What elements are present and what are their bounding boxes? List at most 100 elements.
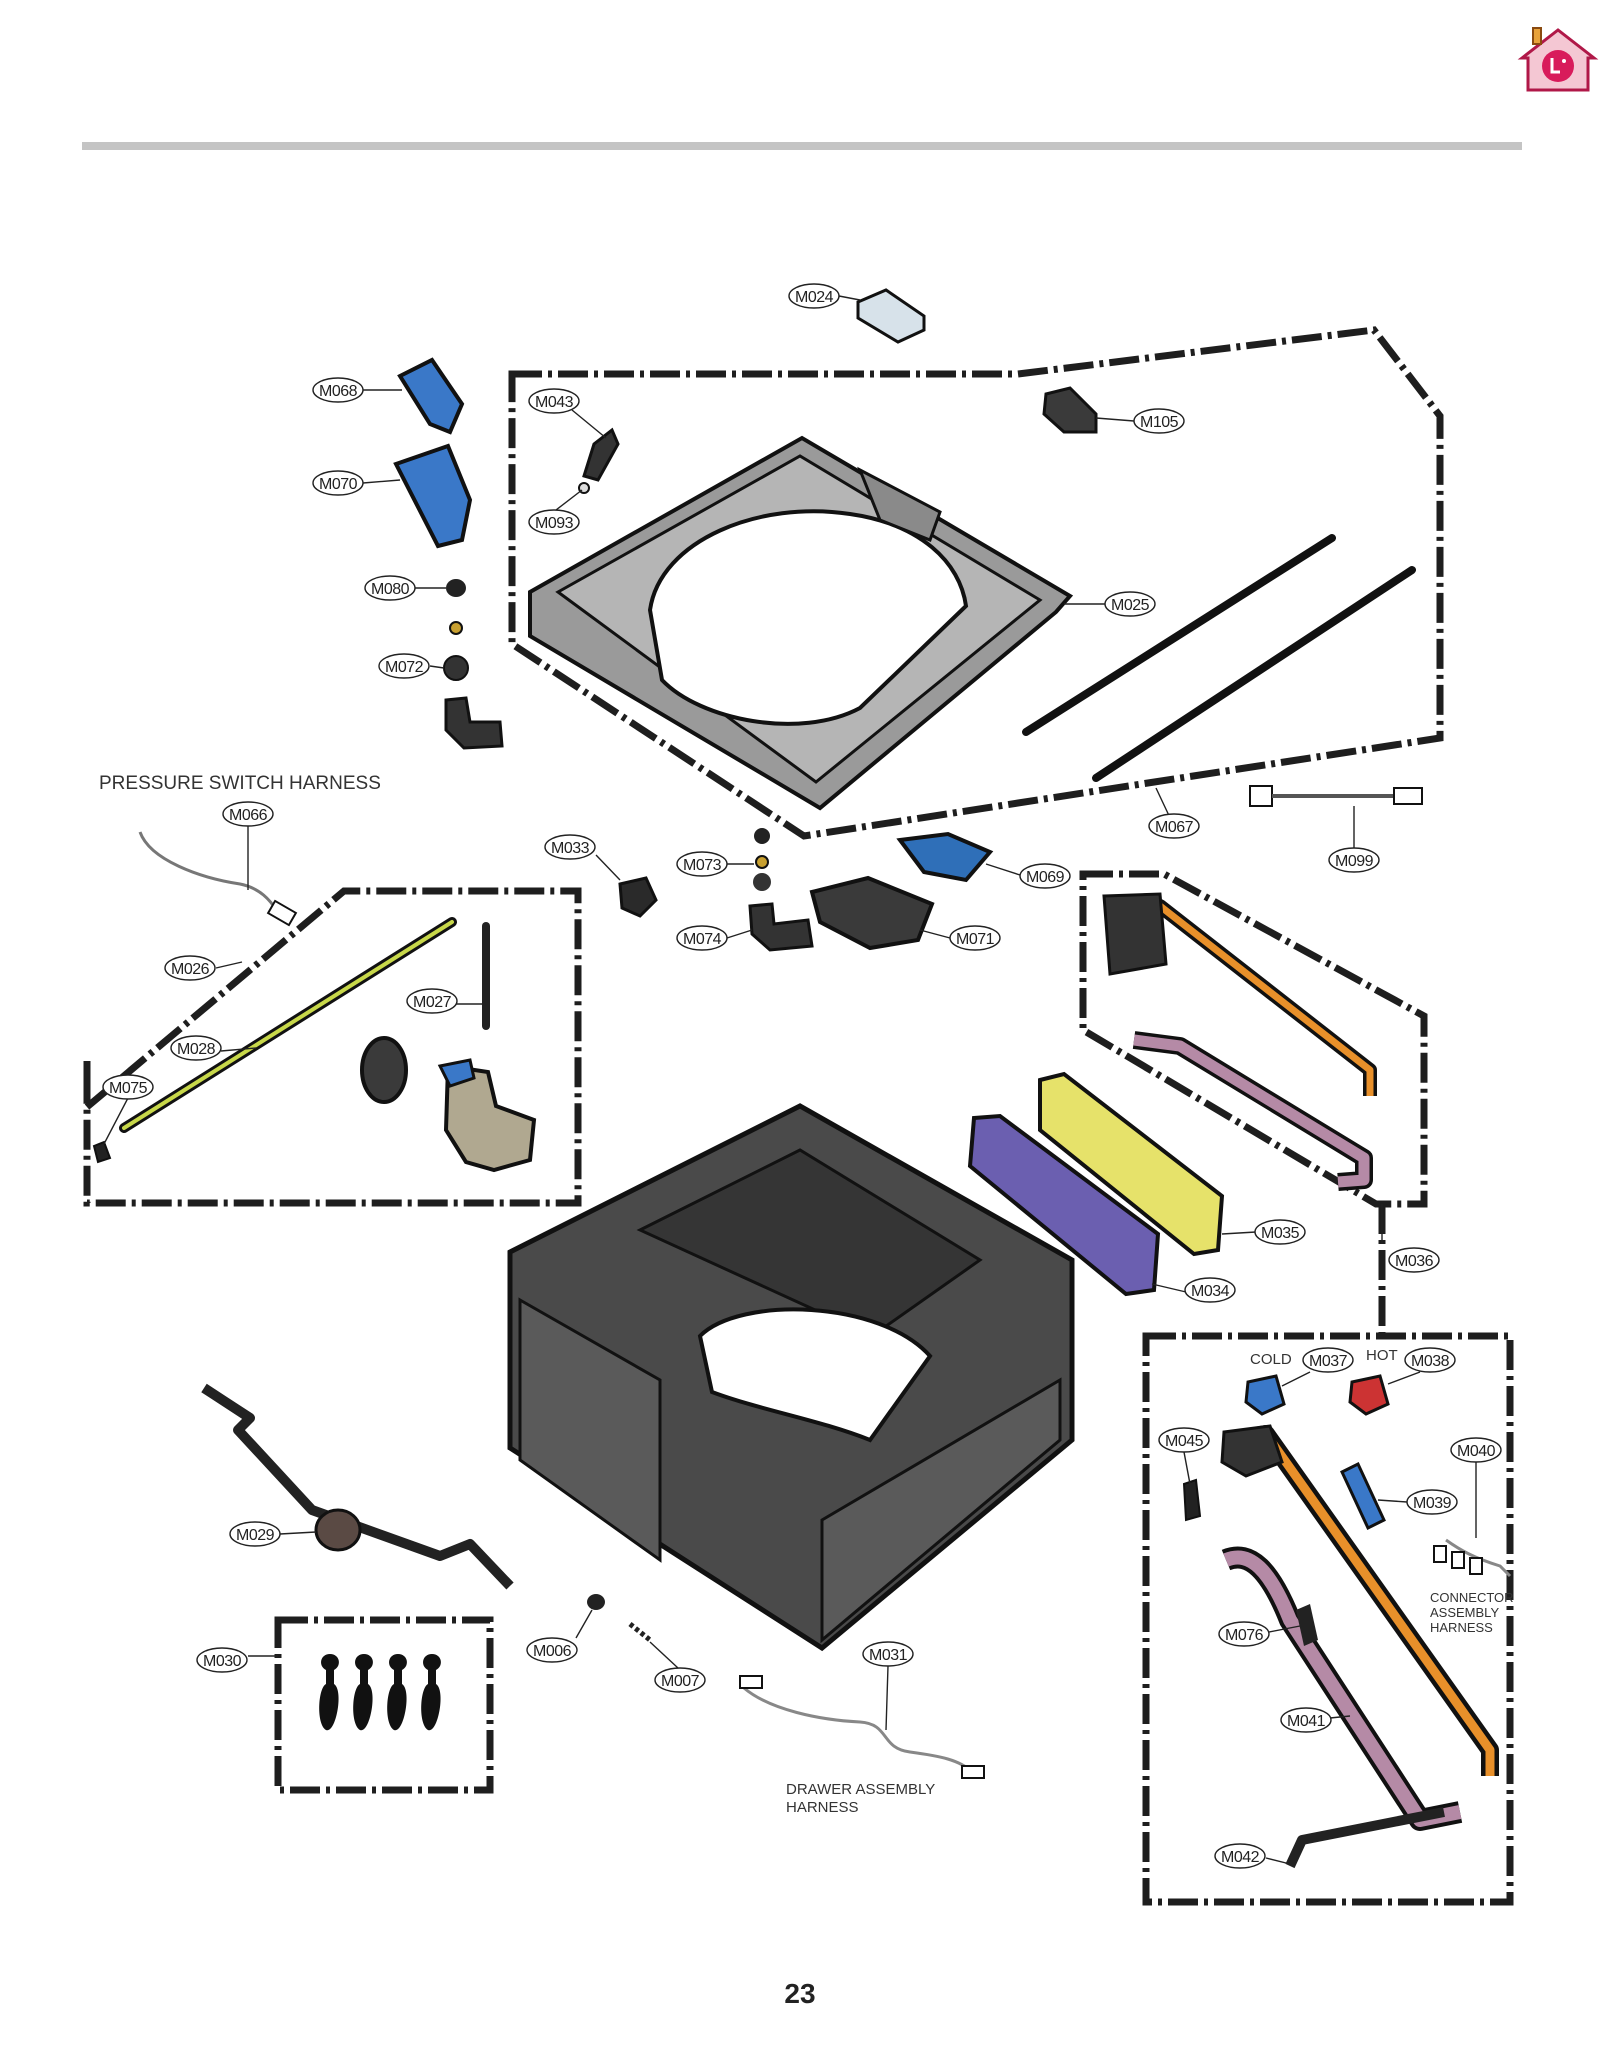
part-m034-illustration <box>967 1113 1161 1297</box>
part-m069-illustration <box>896 831 994 883</box>
callout-m030[interactable]: M030 <box>196 1647 248 1673</box>
part-pump-illustration <box>443 1063 537 1173</box>
left-group-region <box>83 887 582 1207</box>
callout-m075-label: M075 <box>109 1080 148 1097</box>
callout-m042[interactable]: M042 <box>1214 1843 1266 1869</box>
part-m073-illustration-b <box>755 855 769 869</box>
part-m066-illustration <box>138 831 280 913</box>
callout-m067-label: M067 <box>1155 819 1194 836</box>
knobs-group-region <box>274 1616 494 1794</box>
leader-lines <box>103 295 1477 1865</box>
part-diverter-valve-illustration <box>1220 1424 1284 1478</box>
part-m072-illustration <box>443 655 469 681</box>
callout-m035[interactable]: M035 <box>1254 1219 1306 1245</box>
callout-m070[interactable]: M070 <box>312 470 364 496</box>
part-m031-connector-a <box>739 1675 763 1689</box>
part-m073-illustration-c <box>753 873 771 891</box>
part-elbow-left-illustration <box>444 696 504 750</box>
note-connector-line1: CONNECTOR <box>1430 1590 1514 1605</box>
note-connector-line2: ASSEMBLY <box>1430 1605 1499 1620</box>
top-frame-region <box>508 326 1444 840</box>
callout-m037[interactable]: M037 <box>1302 1347 1354 1373</box>
callout-m039[interactable]: M039 <box>1406 1489 1458 1515</box>
callout-m026[interactable]: M026 <box>164 955 216 981</box>
bottom-right-group-region <box>1142 1332 1514 1906</box>
part-m006-illustration <box>587 1594 605 1610</box>
lg-home-icon[interactable] <box>1517 27 1599 92</box>
part-m029-illustration <box>201 1383 514 1590</box>
callout-m067[interactable]: M067 <box>1148 813 1200 839</box>
callout-m072[interactable]: M072 <box>378 653 430 679</box>
part-m042-pipe <box>1285 1807 1445 1869</box>
callout-m030-label: M030 <box>203 1653 242 1670</box>
callout-m036[interactable]: M036 <box>1388 1247 1440 1273</box>
callout-m031[interactable]: M031 <box>862 1641 914 1667</box>
callout-m028[interactable]: M028 <box>170 1035 222 1061</box>
callout-m076[interactable]: M076 <box>1218 1621 1270 1647</box>
part-m029-knob <box>314 1508 362 1552</box>
callout-m027[interactable]: M027 <box>406 988 458 1014</box>
page-number: 23 <box>784 1978 815 2009</box>
callout-m025[interactable]: M025 <box>1104 591 1156 617</box>
callout-m074-label: M074 <box>683 931 722 948</box>
part-pump-bracket-illustration <box>437 1058 476 1088</box>
callout-m043[interactable]: M043 <box>528 388 580 414</box>
callout-m080[interactable]: M080 <box>364 575 416 601</box>
note-cold: COLD <box>1250 1351 1292 1368</box>
part-m070-illustration <box>393 443 473 549</box>
part-m080-washer <box>449 621 463 635</box>
callout-m071[interactable]: M071 <box>949 925 1001 951</box>
note-drawer-line1: DRAWER ASSEMBLY <box>786 1781 935 1798</box>
callout-m075[interactable]: M075 <box>102 1074 154 1100</box>
callout-m033-label: M033 <box>551 840 590 857</box>
callout-m024[interactable]: M024 <box>788 283 840 309</box>
callout-m073-label: M073 <box>683 857 722 874</box>
callout-m040[interactable]: M040 <box>1450 1437 1502 1463</box>
part-m040-illustration <box>1445 1538 1512 1578</box>
callout-m006[interactable]: M006 <box>526 1637 578 1663</box>
note-drawer-line2: HARNESS <box>786 1799 859 1816</box>
part-m041-hose-color <box>1223 1550 1462 1827</box>
part-m068-illustration <box>397 357 465 435</box>
callout-m031-label: M031 <box>869 1647 908 1664</box>
callout-m039-label: M039 <box>1413 1495 1452 1512</box>
callout-m036-label: M036 <box>1395 1253 1434 1270</box>
callout-m066[interactable]: M066 <box>222 801 274 827</box>
part-m067-rod-b <box>1092 566 1416 782</box>
callout-m034[interactable]: M034 <box>1184 1277 1236 1303</box>
callout-m027-label: M027 <box>413 994 452 1011</box>
callout-m033[interactable]: M033 <box>544 834 596 860</box>
part-m071-illustration <box>809 875 935 951</box>
callout-m007[interactable]: M007 <box>654 1667 706 1693</box>
callout-m029[interactable]: M029 <box>229 1521 281 1547</box>
callout-m006-label: M006 <box>533 1643 572 1660</box>
callout-m038[interactable]: M038 <box>1404 1347 1456 1373</box>
callout-m069[interactable]: M069 <box>1019 863 1071 889</box>
callout-m045[interactable]: M045 <box>1158 1427 1210 1453</box>
part-m031-connector-b <box>961 1765 985 1779</box>
callout-m038-label: M038 <box>1411 1353 1450 1370</box>
part-m035-illustration <box>1038 1071 1225 1257</box>
part-m067-rod-a <box>1022 534 1336 736</box>
callout-m069-label: M069 <box>1026 869 1065 886</box>
callout-m034-label: M034 <box>1191 1283 1230 1300</box>
callout-m073[interactable]: M073 <box>676 851 728 877</box>
callout-m074[interactable]: M074 <box>676 925 728 951</box>
callout-m076-label: M076 <box>1225 1627 1264 1644</box>
callout-m105-label: M105 <box>1140 414 1179 431</box>
callout-m071-label: M071 <box>956 931 995 948</box>
part-m007-illustration <box>628 1622 652 1642</box>
callout-m099[interactable]: M099 <box>1328 847 1380 873</box>
callout-m070-label: M070 <box>319 476 358 493</box>
callout-m093[interactable]: M093 <box>528 509 580 535</box>
part-m045-illustration <box>1182 1478 1202 1522</box>
callout-m068[interactable]: M068 <box>312 377 364 403</box>
header-rule <box>82 142 1522 150</box>
note-hot: HOT <box>1366 1347 1398 1364</box>
part-m038-illustration <box>1348 1374 1390 1416</box>
callout-m105[interactable]: M105 <box>1133 408 1185 434</box>
part-m024-illustration <box>856 288 926 344</box>
callout-m007-label: M007 <box>661 1673 700 1690</box>
callout-m041[interactable]: M041 <box>1280 1707 1332 1733</box>
